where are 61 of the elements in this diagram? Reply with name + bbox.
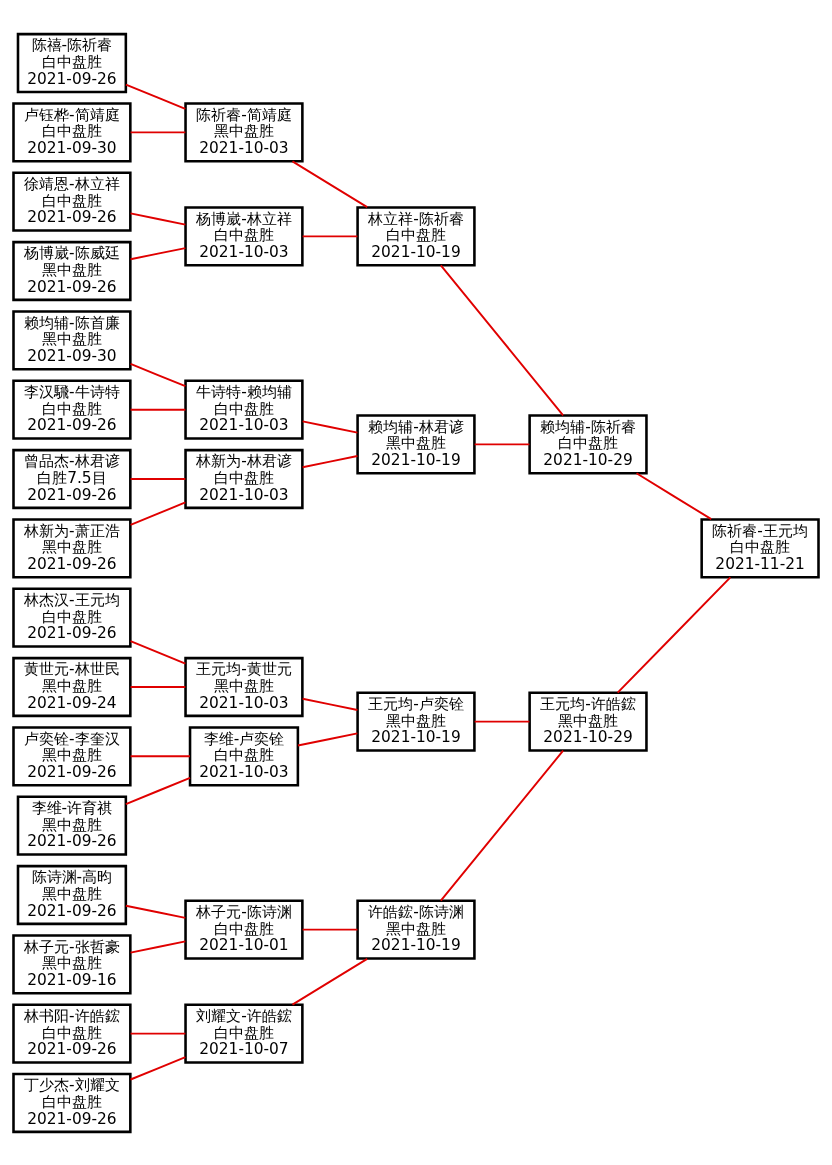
connector [124, 776, 191, 805]
node-box: 林新为-林君谚 白中盘胜 2021-10-03 [184, 448, 304, 509]
connector [129, 362, 187, 387]
node-box: 牛诗特-赖均辅 白中盘胜 2021-10-03 [184, 379, 304, 440]
node-box: 许皓鋐-陈诗渊 黑中盘胜 2021-10-19 [356, 898, 476, 960]
connector [129, 477, 187, 480]
node-box: 林立祥-陈祈睿 白中盘胜 2021-10-19 [356, 205, 476, 267]
connector [301, 419, 359, 434]
node-box: 王元均-卢奕铨 黑中盘胜 2021-10-19 [356, 691, 476, 752]
node-box: 王元均-黄世元 黑中盘胜 2021-10-03 [184, 656, 304, 717]
node-box: 陈祈睿-简靖庭 黑中盘胜 2021-10-03 [184, 101, 304, 163]
connector [129, 685, 187, 688]
node-box: 曾品杰-林君谚 白胜7.5目 2021-09-26 [12, 448, 132, 509]
connector [129, 501, 187, 526]
connector [473, 442, 531, 445]
node-box: 陈禧-陈祈睿 白中盘胜 2021-09-26 [16, 32, 128, 93]
node-box: 卢钰桦-简靖庭 白中盘胜 2021-09-30 [12, 101, 132, 163]
connector [296, 731, 359, 746]
connector [301, 454, 359, 468]
node-box: 刘耀文-许皓鋐 白中盘胜 2021-10-07 [184, 1002, 304, 1064]
node-box: 陈祈睿-王元均 白中盘胜 2021-11-21 [700, 517, 820, 578]
node-box: 王元均-许皓鋐 黑中盘胜 2021-10-29 [528, 691, 648, 752]
connector [124, 904, 187, 919]
node-box: 赖均辅-陈祈睿 白中盘胜 2021-10-29 [528, 413, 648, 474]
connector [129, 1055, 187, 1080]
connector [301, 928, 359, 931]
node-box: 丁少杰-刘耀文 白中盘胜 2021-09-26 [12, 1072, 132, 1133]
node-box: 李维-卢奕铨 白中盘胜 2021-10-03 [188, 725, 300, 786]
node-box: 黄世元-林世民 黑中盘胜 2021-09-24 [12, 656, 132, 717]
node-box: 杨博崴-陈威廷 黑中盘胜 2021-09-26 [12, 240, 132, 301]
node-box: 徐靖恩-林立祥 白中盘胜 2021-09-26 [12, 171, 132, 232]
connector [129, 130, 187, 133]
connector [473, 720, 531, 723]
node-box: 林杰汉-王元均 白中盘胜 2021-09-26 [12, 587, 132, 648]
connector [635, 471, 713, 520]
node-box: 林子元-陈诗渊 白中盘胜 2021-10-01 [184, 898, 304, 960]
connector [291, 957, 369, 1006]
connector [129, 939, 187, 954]
node-box: 林子元-张哲豪 黑中盘胜 2021-09-16 [12, 933, 132, 994]
connector [291, 159, 369, 208]
node-box: 林新为-萧正浩 黑中盘胜 2021-09-26 [12, 517, 132, 578]
node-box: 赖均辅-陈首廉 黑中盘胜 2021-09-30 [12, 309, 132, 370]
connector [301, 697, 359, 711]
node-box: 李汉騛-牛诗特 白中盘胜 2021-09-26 [12, 379, 132, 440]
connector [129, 1032, 187, 1035]
node-box: 陈诗渊-高昀 黑中盘胜 2021-09-26 [16, 864, 128, 925]
connector [124, 83, 187, 110]
connector [301, 234, 359, 237]
connector [129, 246, 187, 260]
connector [129, 408, 187, 411]
node-box: 卢奕铨-李奎汉 黑中盘胜 2021-09-26 [12, 725, 132, 786]
node-box: 赖均辅-林君谚 黑中盘胜 2021-10-19 [356, 413, 476, 474]
connector [439, 263, 565, 416]
node-box: 李维-许育祺 黑中盘胜 2021-09-26 [16, 795, 128, 856]
connector [129, 754, 191, 757]
connector [439, 749, 565, 902]
connector [129, 639, 187, 664]
node-box: 杨博崴-林立祥 白中盘胜 2021-10-03 [184, 205, 304, 267]
connector [616, 575, 732, 694]
node-box: 林书阳-许皓鋐 白中盘胜 2021-09-26 [12, 1002, 132, 1064]
connector [129, 211, 187, 226]
